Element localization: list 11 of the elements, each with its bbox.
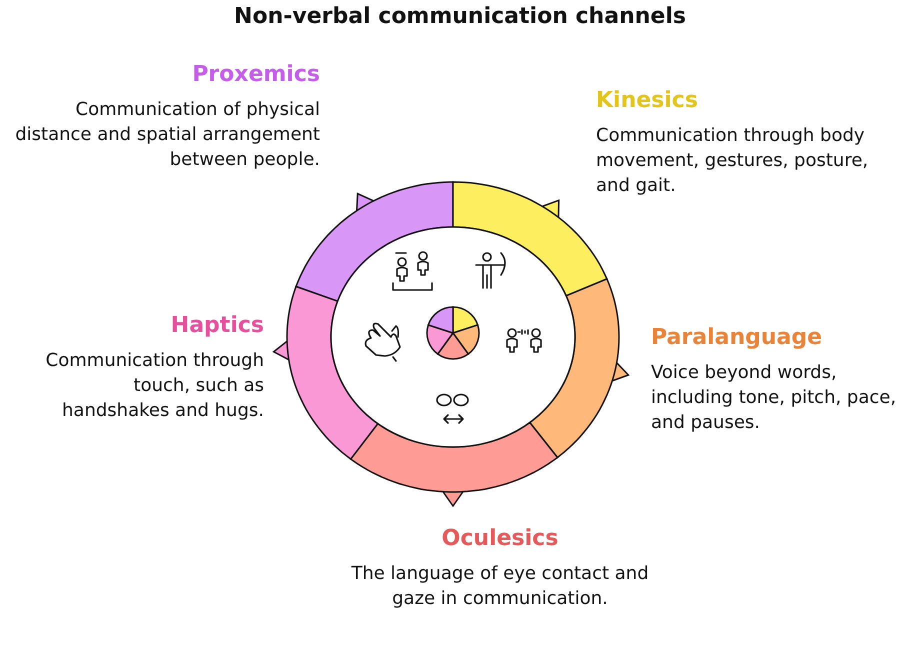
channel-heading: Proxemics: [192, 62, 320, 87]
channel-description: Voice beyond words, including tone, pitch, pace, and pauses.: [651, 361, 898, 435]
channel-description: Communication through body movement, gestures, posture, and gait.: [596, 124, 870, 198]
channel-description: Communication of physical distance and spatial arrangement between people.: [14, 98, 320, 172]
channel-description: Communication through touch, such as handshakes and hugs.: [44, 349, 264, 423]
channel-heading: Kinesics: [596, 88, 698, 113]
channel-description: The language of eye contact and gaze in communication.: [350, 562, 650, 611]
channel-heading: Haptics: [170, 313, 264, 338]
diagram-title: Non-verbal communication channels: [233, 4, 687, 29]
channel-heading: Paralanguage: [651, 325, 822, 350]
channel-heading: Oculesics: [442, 526, 558, 551]
